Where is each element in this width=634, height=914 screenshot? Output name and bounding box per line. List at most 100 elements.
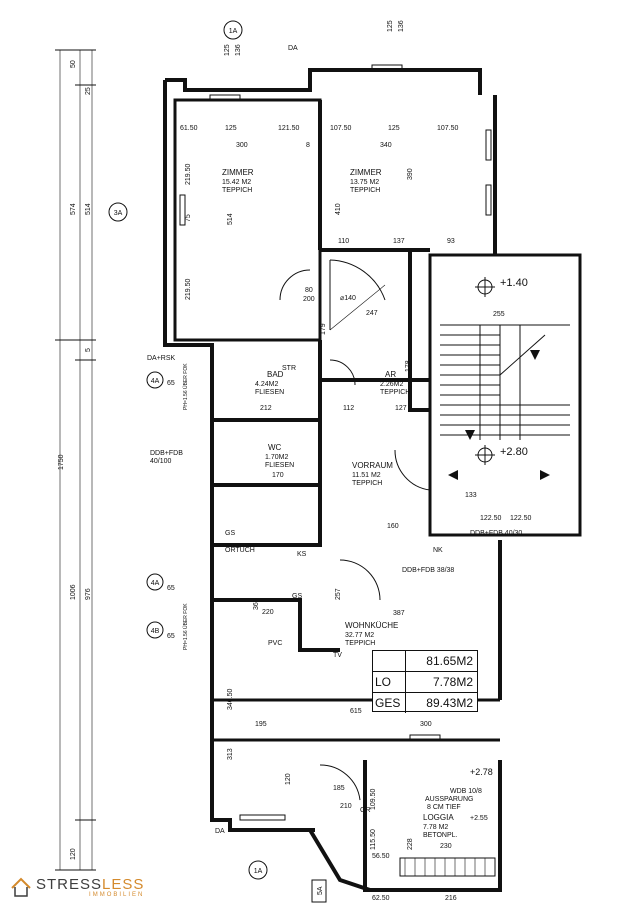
area-row-loggia: LO 7.78M2 <box>373 672 477 693</box>
area-val-total: 81.65M2 <box>426 654 473 668</box>
logo-name: STRESSLESS <box>36 877 144 892</box>
level-stair-top: +1.40 <box>500 277 528 289</box>
room-loggia-area: 7.78 M2 <box>423 824 448 831</box>
dim-61-50: 61.50 <box>180 125 198 132</box>
room-vorraum-name: VORRAUM <box>352 461 393 470</box>
dim-5: 5 <box>85 348 92 352</box>
room-labels: ZIMMER 15.42 M2 TEPPICH ZIMMER 13.75 M2 … <box>222 168 458 839</box>
room-bad-floor: FLIESEN <box>255 389 284 396</box>
dim-140: ⌀140 <box>340 295 356 302</box>
annot-ddb-fdb-right: DDB+FDB 40/30 <box>470 530 522 537</box>
annot-da-rsk: DA+RSK <box>147 355 176 362</box>
annot-ortuch: ORTUCH <box>225 547 255 554</box>
area-row-ges: GES 89.43M2 <box>373 693 477 713</box>
room-ar-area: 2.26M2 <box>380 381 403 388</box>
dim-178: 178 <box>405 360 412 372</box>
dim-122-50b: 122.50 <box>510 515 532 522</box>
loggia-railing <box>399 857 496 877</box>
left-dimension-chain: 1750 574 514 1006 976 50 25 5 120 <box>55 49 96 871</box>
dim-313: 313 <box>227 748 234 760</box>
door-swings <box>279 259 431 801</box>
dim-125b: 125 <box>388 125 400 132</box>
room-zimmer1-name: ZIMMER <box>222 168 254 177</box>
dim-top-136b: 136 <box>398 20 405 32</box>
dim-195: 195 <box>255 721 267 728</box>
dim-133: 133 <box>465 492 477 499</box>
room-bad-name: BAD <box>267 370 284 379</box>
dim-219-50a: 219.50 <box>185 163 192 185</box>
dim-365: 365 <box>253 598 260 610</box>
annot-da-bottom: DA <box>215 828 225 835</box>
dim-300b: 300 <box>420 721 432 728</box>
annot-aussparung: AUSSPARUNG <box>425 796 474 803</box>
annot-ph-fok-lower: PH=1.56 ÜBER FOK <box>182 603 189 650</box>
dim-179: 179 <box>320 323 327 335</box>
dim-216: 216 <box>445 895 457 902</box>
annot-tv: TV <box>333 652 342 659</box>
dim-120b: 120 <box>285 773 292 785</box>
room-loggia-floor: BETONPL. <box>423 832 458 839</box>
annot-pvc: PVC <box>268 640 282 647</box>
axis-markers: 1A 3A 4A 4A 4B 1A 5A <box>108 20 327 903</box>
dim-300: 300 <box>236 142 248 149</box>
dim-410: 410 <box>335 203 342 215</box>
dim-247: 247 <box>366 310 378 317</box>
logo-name-part1: STRESS <box>36 875 103 893</box>
annot-gs: GS <box>225 530 235 537</box>
dim-257: 257 <box>335 588 342 600</box>
annot-ph-fok-upper: PH=1.56 ÜBER FOK <box>182 363 189 410</box>
room-zimmer2-floor: TEPPICH <box>350 187 380 194</box>
logo-name-part2: LESS <box>102 875 145 893</box>
dim-200a: 200 <box>303 296 315 303</box>
dim-122-50a: 122.50 <box>480 515 502 522</box>
room-zimmer1-area: 15.42 M2 <box>222 179 251 186</box>
dim-112: 112 <box>343 405 354 412</box>
dim-615: 615 <box>350 708 362 715</box>
dim-121-50: 121.50 <box>278 125 300 132</box>
outer-walls <box>163 68 582 892</box>
dim-219-50b: 219.50 <box>185 278 192 300</box>
area-key-total <box>373 651 406 671</box>
room-vorraum-floor: TEPPICH <box>352 480 382 487</box>
dim-65a: 65 <box>167 380 175 387</box>
annot-str: STR <box>282 365 296 372</box>
dim-top-125: 125 <box>224 44 231 56</box>
dim-25: 25 <box>85 87 92 95</box>
level-loggia-inner: +2.55 <box>470 815 488 822</box>
marker-4b: 4B <box>151 628 160 635</box>
annot-gs2: GS <box>292 593 302 600</box>
room-zimmer1-floor: TEPPICH <box>222 187 252 194</box>
room-bad-area: 4.24M2 <box>255 381 278 388</box>
annot-ddb-fdb-left: DDB+FDB <box>150 450 183 457</box>
dim-212: 212 <box>260 405 272 412</box>
dimension-labels: 125 136 125 136 61.50 125 121.50 107.50 … <box>167 20 459 902</box>
annot-gr: GR <box>360 807 371 814</box>
dim-210: 210 <box>340 803 352 810</box>
dim-top-136: 136 <box>235 44 242 56</box>
dim-50: 50 <box>70 60 77 68</box>
dim-340: 340 <box>380 142 392 149</box>
dim-107-50a: 107.50 <box>330 125 352 132</box>
dim-top-125b: 125 <box>387 20 394 32</box>
area-row-total: 81.65M2 <box>373 651 477 672</box>
annot-ddb-fdb-left-val: 40/100 <box>150 458 172 465</box>
dim-220: 220 <box>262 609 274 616</box>
marker-bottom-1a: 1A <box>254 868 263 875</box>
dim-total-height: 1750 <box>58 454 65 470</box>
room-zimmer2-area: 13.75 M2 <box>350 179 379 186</box>
stressless-logo: STRESSLESS IMMOBILIEN <box>10 876 144 898</box>
dim-8: 8 <box>306 142 310 149</box>
annotations: DA DA DA+RSK PH=1.56 ÜBER FOK PH=1.56 ÜB… <box>147 45 522 835</box>
room-wohnkueche-floor: TEPPICH <box>345 640 375 647</box>
annot-tief: 8 CM TIEF <box>427 804 461 811</box>
level-stair-landing: +2.80 <box>500 446 528 458</box>
room-zimmer2-name: ZIMMER <box>350 168 382 177</box>
annot-ks: KS <box>297 551 307 558</box>
dim-115-50: 115.50 <box>370 829 377 850</box>
dim-514: 514 <box>85 203 92 215</box>
area-key-loggia: LO <box>373 672 406 692</box>
annot-da-top: DA <box>288 45 298 52</box>
dim-976: 976 <box>85 588 92 600</box>
annot-nk: NK <box>433 547 443 554</box>
dim-387: 387 <box>393 610 405 617</box>
